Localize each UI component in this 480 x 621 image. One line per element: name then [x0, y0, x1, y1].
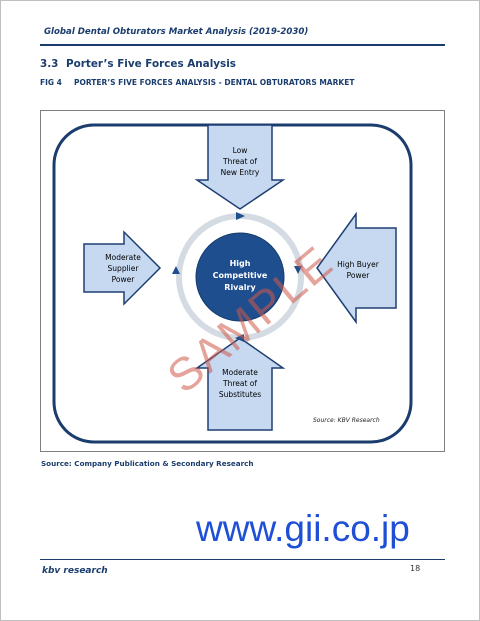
supplier-power-arrow	[83, 230, 162, 306]
new-entry-line-1: Low	[232, 146, 248, 155]
substitutes-arrow	[194, 337, 286, 431]
figure-source-caption: Source: Company Publication & Secondary …	[41, 459, 254, 468]
buyer-power-arrow	[316, 211, 397, 325]
rivalry-line-2: Competitive	[212, 271, 268, 280]
substitutes-line-3: Substitutes	[218, 390, 262, 399]
figure-label: FIG 4	[40, 78, 62, 87]
figure-title: PORTER’S FIVE FORCES ANALYSIS - DENTAL O…	[74, 78, 355, 87]
new-entry-label: Low Threat of New Entry	[208, 145, 272, 178]
section-title: Porter’s Five Forces Analysis	[66, 58, 236, 70]
figure-frame	[40, 110, 445, 452]
website-url: www.gii.co.jp	[196, 508, 410, 549]
new-entry-line-3: New Entry	[220, 168, 260, 177]
section-number: 3.3	[40, 58, 59, 70]
diagram-source-note: Source: KBV Research	[313, 417, 380, 424]
new-entry-arrow	[194, 124, 286, 210]
new-entry-line-2: Threat of	[222, 157, 258, 166]
page-number: 18	[410, 564, 421, 573]
substitutes-label: Moderate Threat of Substitutes	[206, 367, 274, 400]
ring-marker-bottom-icon	[235, 334, 244, 342]
footer-divider	[40, 559, 445, 560]
buyer-line-1: High Buyer	[337, 260, 379, 269]
kbv-research-logo: kbv research	[42, 566, 108, 576]
supplier-line-1: Moderate	[105, 253, 141, 262]
buyer-line-2: Power	[346, 271, 370, 280]
buyer-power-label: High Buyer Power	[322, 259, 394, 281]
header-divider	[40, 44, 445, 46]
report-header-title: Global Dental Obturators Market Analysis…	[44, 27, 309, 37]
ring-marker-right-icon	[294, 266, 302, 274]
ring-marker-top-icon	[236, 212, 245, 220]
rivalry-line-1: High	[229, 259, 251, 268]
competitive-rivalry-label: High Competitive Rivalry	[196, 258, 284, 294]
substitutes-line-2: Threat of	[222, 379, 258, 388]
substitutes-line-1: Moderate	[222, 368, 258, 377]
rivalry-line-3: Rivalry	[224, 283, 256, 292]
ring-marker-left-icon	[172, 266, 180, 274]
supplier-line-2: Supplier	[107, 264, 139, 273]
competitive-rivalry-circle	[195, 232, 285, 322]
supplier-power-label: Moderate Supplier Power	[90, 252, 156, 285]
supplier-line-3: Power	[111, 275, 135, 284]
